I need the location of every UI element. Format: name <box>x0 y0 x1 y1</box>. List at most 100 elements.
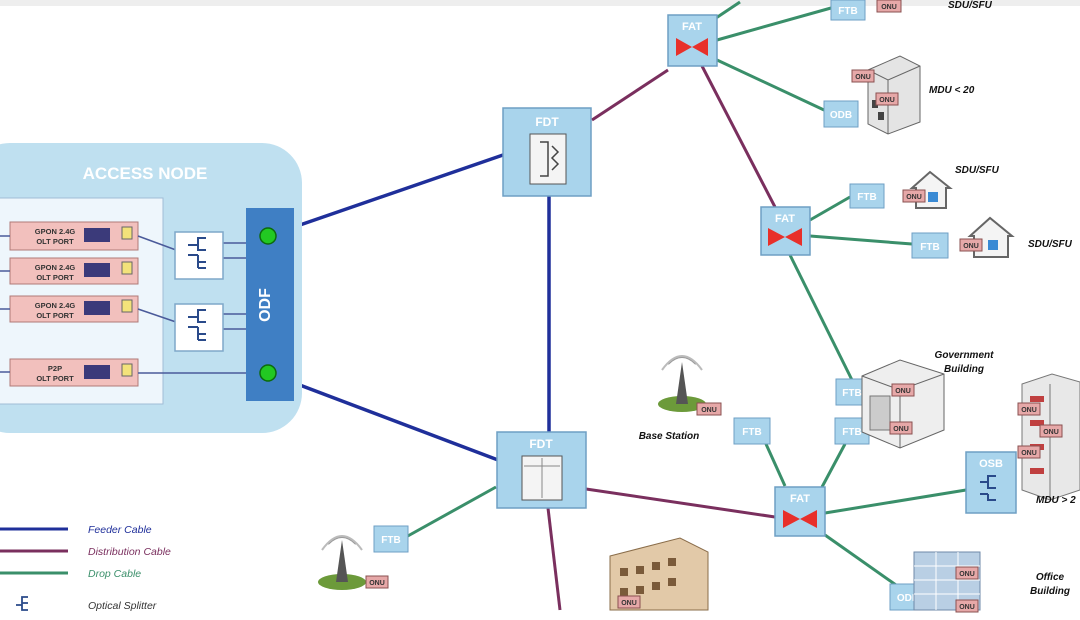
onu: ONU <box>889 421 913 435</box>
svg-text:ONU: ONU <box>963 243 979 250</box>
apartment-building-icon <box>609 537 709 611</box>
svg-text:FAT: FAT <box>775 213 795 225</box>
olt-port: GPON 2.4G OLT PORT <box>9 295 139 323</box>
label-mdu-large: MDU > 2 <box>1036 495 1076 506</box>
svg-text:ONU: ONU <box>959 571 975 578</box>
svg-text:FTB: FTB <box>838 6 857 17</box>
svg-text:OSB: OSB <box>979 458 1003 470</box>
drop-cable <box>820 443 847 488</box>
odf-label: ODF <box>257 288 274 322</box>
building-labels: SDU/SFU MDU < 20 SDU/SFU SDU/SFU Governm… <box>639 0 1076 597</box>
distribution-cable <box>700 65 777 208</box>
drop-cable <box>716 58 825 112</box>
antenna-tower-icon <box>658 355 706 412</box>
svg-text:OLT PORT: OLT PORT <box>36 374 74 383</box>
drop-cable <box>715 0 741 20</box>
splitter-icon <box>16 596 28 611</box>
access-node: ACCESS NODE GPON 2.4G OLT PORT GPON 2.4G… <box>0 143 302 433</box>
feeder-cable <box>267 371 499 462</box>
onu: ONU <box>1017 445 1041 459</box>
drop-cables <box>405 0 967 587</box>
odf-port <box>259 227 277 245</box>
svg-text:FTB: FTB <box>381 535 400 546</box>
svg-text:ONU: ONU <box>959 604 975 611</box>
fdt-bottom: FDT <box>496 431 587 509</box>
antenna-tower-icon <box>318 535 366 590</box>
legend-drop-label: Drop Cable <box>88 568 141 580</box>
feeder-cable <box>267 153 504 238</box>
onu: ONU <box>955 566 979 580</box>
ftb: FTB <box>911 232 949 259</box>
label-mdu-small: MDU < 20 <box>929 85 975 96</box>
svg-text:FDT: FDT <box>535 115 559 129</box>
distribution-cable <box>585 487 776 519</box>
ftb: FTB <box>733 417 771 445</box>
olt-port: GPON 2.4G OLT PORT <box>9 257 139 285</box>
onu: ONU <box>365 575 389 589</box>
feeder-cables <box>267 153 551 462</box>
ftb: FTB <box>373 525 409 553</box>
label-sdu-right: SDU/SFU <box>1028 239 1073 250</box>
onu: ONU <box>851 69 875 83</box>
svg-text:GPON 2.4G: GPON 2.4G <box>35 301 76 310</box>
label-sdu-mid: SDU/SFU <box>955 165 1000 176</box>
onu: ONU <box>902 189 926 203</box>
fat-top: FAT <box>667 14 718 67</box>
label-office-line1: Office <box>1036 572 1065 583</box>
svg-text:ONU: ONU <box>621 600 637 607</box>
distribution-cables <box>546 65 777 611</box>
ftb: FTB <box>830 0 866 21</box>
top-edge <box>0 0 1080 6</box>
svg-text:FAT: FAT <box>790 493 810 505</box>
onu: ONU <box>617 595 641 609</box>
svg-text:ONU: ONU <box>701 407 717 414</box>
svg-text:ODB: ODB <box>830 110 852 121</box>
svg-text:FTB: FTB <box>842 427 861 438</box>
onu: ONU <box>696 402 722 416</box>
legend-splitter-label: Optical Splitter <box>88 600 157 612</box>
svg-text:ONU: ONU <box>879 97 895 104</box>
drop-cable <box>764 443 787 487</box>
access-node-internal-lines <box>0 235 246 374</box>
onu: ONU <box>876 0 902 13</box>
drop-cable <box>809 234 913 246</box>
odf-port <box>259 364 277 382</box>
onu: ONU <box>959 238 983 252</box>
svg-text:FTB: FTB <box>857 192 876 203</box>
svg-text:OLT PORT: OLT PORT <box>36 311 74 320</box>
ftb: FTB <box>849 183 885 209</box>
svg-text:ONU: ONU <box>895 388 911 395</box>
svg-text:P2P: P2P <box>48 364 62 373</box>
onu: ONU <box>891 383 915 397</box>
label-office-line2: Building <box>1030 586 1070 597</box>
svg-text:ONU: ONU <box>1021 450 1037 457</box>
drop-cable <box>824 488 967 515</box>
splitter-icon <box>174 303 224 352</box>
label-government-line1: Government <box>935 350 995 361</box>
legend: Feeder Cable Distribution Cable Drop Cab… <box>0 524 171 612</box>
label-sdu-top: SDU/SFU <box>948 0 993 11</box>
svg-text:ONU: ONU <box>906 194 922 201</box>
svg-text:FTB: FTB <box>742 427 761 438</box>
label-base-station: Base Station <box>639 431 700 442</box>
svg-text:ONU: ONU <box>893 426 909 433</box>
svg-text:ODB: ODB <box>897 593 919 604</box>
svg-text:FDT: FDT <box>529 437 553 451</box>
drop-cable <box>405 485 497 539</box>
access-node-title: ACCESS NODE <box>83 164 208 183</box>
olt-port: P2P OLT PORT <box>9 358 139 387</box>
svg-text:OLT PORT: OLT PORT <box>36 237 74 246</box>
drop-cable <box>824 533 897 587</box>
svg-text:ONU: ONU <box>855 74 871 81</box>
splitter-icon <box>174 231 224 280</box>
odb: ODB <box>823 100 859 128</box>
onu: ONU <box>1039 424 1063 438</box>
osb: OSB <box>965 451 1017 514</box>
svg-text:ONU: ONU <box>1043 429 1059 436</box>
svg-text:ONU: ONU <box>1021 407 1037 414</box>
distribution-cable <box>546 507 562 611</box>
distribution-cable <box>591 68 669 122</box>
svg-text:ONU: ONU <box>369 580 385 587</box>
drop-cable <box>716 6 832 42</box>
